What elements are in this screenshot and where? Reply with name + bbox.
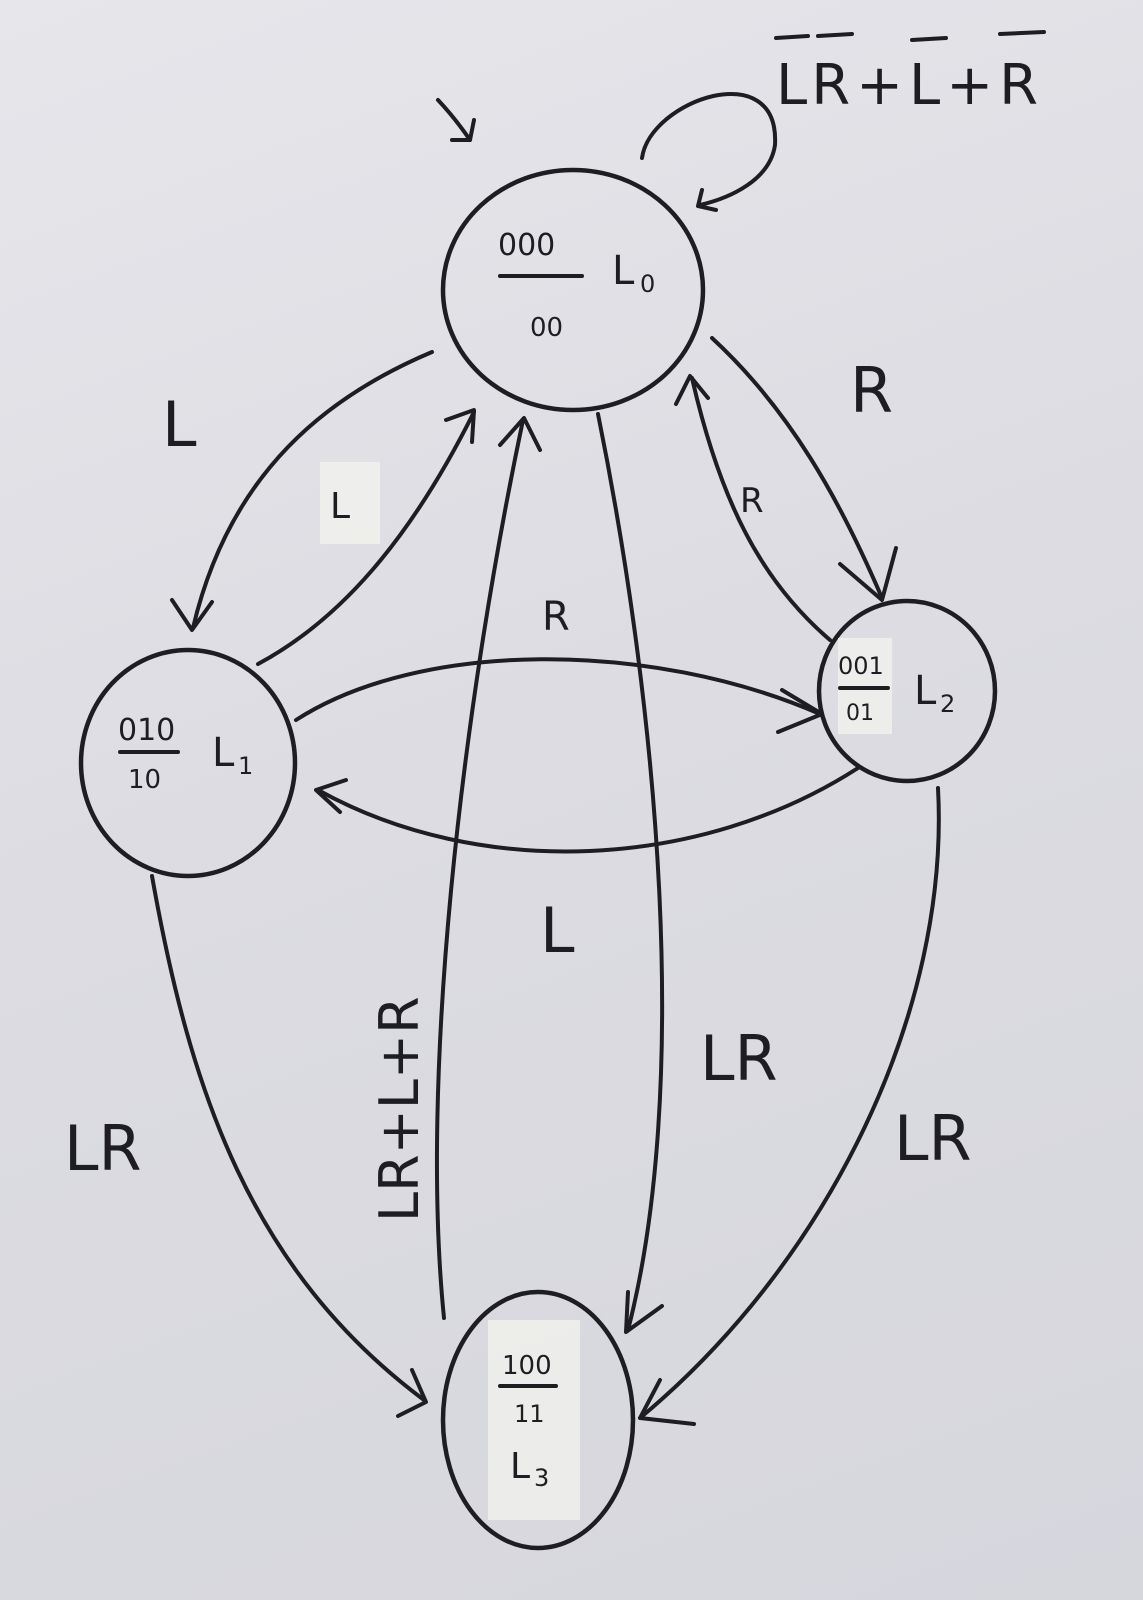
edge-label-s0-s0: LR+L+R	[774, 30, 1046, 118]
edge-s0-s3	[596, 412, 665, 1334]
edge-label-s3-s0: LR+L+R	[368, 996, 431, 1222]
label-part: L	[909, 53, 940, 118]
edge-label-s0-s3: LR	[700, 1022, 778, 1095]
label-part: L	[776, 53, 807, 118]
state-name-sub-s1: 1	[238, 752, 253, 780]
state-name-s0: L	[612, 248, 635, 294]
overbar	[816, 32, 854, 38]
state-name-sub-s0: 0	[640, 270, 655, 298]
edge-s0-s1	[170, 350, 434, 632]
state-code-s1: 010	[118, 713, 175, 748]
svg-text:LR+L+R: LR+L+R	[776, 53, 1038, 118]
state-circle-s1	[78, 647, 298, 879]
label-part: +	[856, 53, 903, 118]
overbar	[774, 34, 810, 40]
edge-s2-s3	[638, 786, 941, 1426]
overbar	[998, 30, 1046, 36]
edge-label-s1-s0: L	[330, 486, 350, 527]
state-circle-s3	[440, 1289, 636, 1551]
edge-label-s0-s2: R	[850, 354, 893, 427]
edge-label-s1-s2: R	[542, 594, 570, 640]
label-part: +	[946, 53, 993, 118]
state-code-s2: 001	[838, 652, 884, 680]
label-part: R	[811, 53, 850, 118]
correction-patch	[320, 462, 380, 544]
correction-patch	[488, 1320, 580, 1520]
state-output-s1: 10	[128, 765, 161, 795]
overbar	[910, 36, 948, 42]
state-name-sub-s3: 3	[534, 1464, 549, 1492]
self-loop-s0	[640, 91, 778, 212]
edge-s0-s2	[710, 336, 898, 602]
edge-label-s1-s3: LR	[64, 1112, 142, 1185]
state-name-s1: L	[212, 730, 235, 776]
state-s2: 001 01 L 2	[838, 652, 955, 726]
edge-s1-s2	[294, 657, 824, 734]
state-circle-s0	[440, 167, 706, 413]
edge-label-s2-s3: LR	[894, 1102, 972, 1175]
edge-s2-s0	[674, 374, 832, 642]
state-circle-s2	[816, 598, 998, 784]
state-code-s3: 100	[502, 1351, 552, 1381]
state-name-sub-s2: 2	[940, 690, 955, 718]
edge-s3-s0	[434, 416, 542, 1320]
state-s3: 100 11 L 3	[498, 1351, 558, 1492]
state-output-s2: 01	[846, 701, 874, 726]
label-part: R	[999, 53, 1038, 118]
edge-label-s0-s1: L	[162, 388, 197, 461]
initial-state-arrow	[436, 98, 476, 142]
state-name-s3: L	[510, 1446, 530, 1487]
edge-label-s2-s0: R	[740, 481, 764, 521]
edge-s2-s1	[314, 766, 860, 854]
edge-label-s2-s1: L	[540, 894, 575, 967]
state-output-s3: 11	[514, 1400, 545, 1428]
state-output-s0: 00	[530, 313, 563, 343]
state-s1: 010 10 L 1	[118, 713, 253, 795]
edge-s1-s3	[150, 874, 428, 1418]
edge-s1-s0	[256, 408, 476, 666]
state-name-s2: L	[914, 668, 937, 714]
state-code-s0: 000	[498, 228, 555, 263]
state-s0: 000 00 L 0	[498, 228, 655, 343]
